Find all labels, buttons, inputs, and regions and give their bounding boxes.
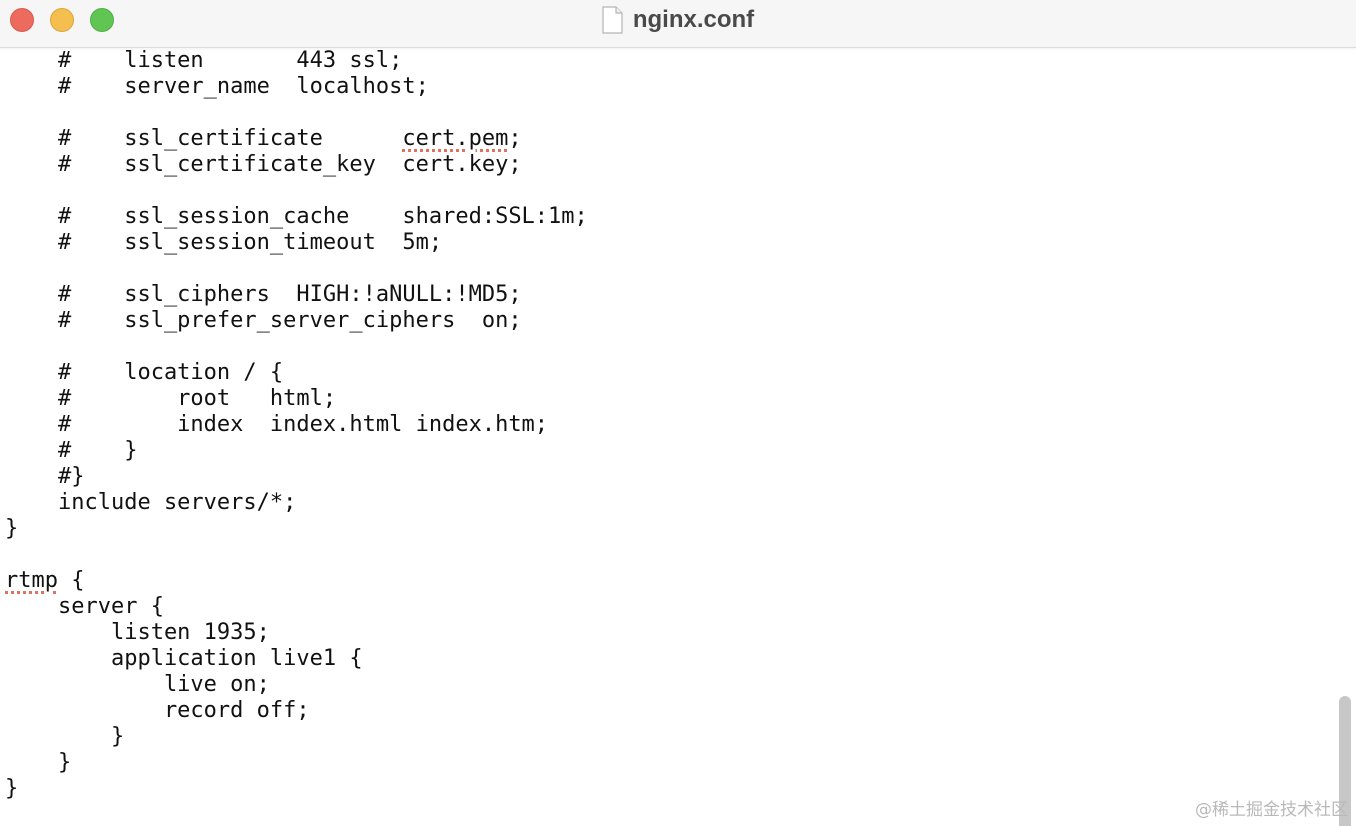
code-line-text: record off; — [5, 698, 310, 723]
code-line[interactable]: server { — [5, 594, 588, 620]
code-line-text: listen 1935; — [5, 620, 270, 645]
code-line-text: # server_name localhost; — [5, 74, 429, 99]
code-line[interactable]: include servers/*; — [5, 490, 588, 516]
code-line[interactable]: # ssl_prefer_server_ciphers on; — [5, 308, 588, 334]
code-line[interactable]: # index index.html index.htm; — [5, 412, 588, 438]
code-line-text: } — [5, 724, 125, 749]
code-line[interactable]: # ssl_certificate cert.pem; — [5, 126, 588, 152]
vertical-scrollbar[interactable] — [1339, 696, 1351, 826]
text-editor-area[interactable]: # listen 443 ssl; # server_name localhos… — [0, 48, 1356, 826]
code-line[interactable]: # server_name localhost; — [5, 74, 588, 100]
code-line-text: live on; — [5, 672, 270, 697]
code-line-text: # listen 443 ssl; — [5, 48, 403, 73]
code-line-text: { — [57, 568, 85, 593]
code-line-text: } — [5, 516, 19, 541]
title-bar[interactable]: nginx.conf — [0, 0, 1356, 48]
code-line[interactable]: # listen 443 ssl; — [5, 48, 588, 74]
code-line-text: # ssl_certificate_key cert.key; — [5, 152, 522, 177]
code-line[interactable] — [5, 542, 588, 568]
code-line[interactable]: # ssl_ciphers HIGH:!aNULL:!MD5; — [5, 282, 588, 308]
code-line-text: # } — [5, 438, 138, 463]
code-line-text: # ssl_session_cache shared:SSL:1m; — [5, 204, 588, 229]
code-line-text: # ssl_session_timeout 5m; — [5, 230, 443, 255]
code-line-text: } — [5, 750, 72, 775]
code-line[interactable]: # ssl_certificate_key cert.key; — [5, 152, 588, 178]
code-line[interactable]: live on; — [5, 672, 588, 698]
misspelled-word[interactable]: cert.pem — [402, 126, 509, 151]
minimize-window-icon[interactable] — [50, 8, 74, 32]
misspelled-word[interactable]: rtmp — [5, 568, 58, 593]
code-line-text: #} — [5, 464, 85, 489]
window-title: nginx.conf — [632, 6, 755, 33]
code-line-text: include servers/*; — [5, 490, 297, 515]
window-title-group: nginx.conf — [0, 0, 1356, 40]
code-line-text: } — [5, 776, 19, 801]
code-line-text: application live1 { — [5, 646, 363, 671]
code-line[interactable]: rtmp { — [5, 568, 588, 594]
code-line[interactable]: } — [5, 776, 588, 802]
close-window-icon[interactable] — [10, 8, 34, 32]
code-line[interactable] — [5, 178, 588, 204]
code-content[interactable]: # listen 443 ssl; # server_name localhos… — [5, 48, 588, 802]
code-line[interactable]: # root html; — [5, 386, 588, 412]
code-line[interactable]: # } — [5, 438, 588, 464]
code-line[interactable]: listen 1935; — [5, 620, 588, 646]
code-line-text: # index index.html index.htm; — [5, 412, 549, 437]
code-line-text: ; — [508, 126, 522, 151]
code-line-text: # root html; — [5, 386, 337, 411]
code-line[interactable]: #} — [5, 464, 588, 490]
code-line-text: # location / { — [5, 360, 284, 385]
code-line-text: server { — [5, 594, 164, 619]
code-line[interactable]: # ssl_session_timeout 5m; — [5, 230, 588, 256]
code-line[interactable]: # ssl_session_cache shared:SSL:1m; — [5, 204, 588, 230]
code-line[interactable]: # location / { — [5, 360, 588, 386]
code-line[interactable]: } — [5, 516, 588, 542]
code-line[interactable]: application live1 { — [5, 646, 588, 672]
code-line[interactable] — [5, 256, 588, 282]
code-line[interactable] — [5, 100, 588, 126]
code-line[interactable]: record off; — [5, 698, 588, 724]
code-line-text: # ssl_certificate — [5, 126, 403, 151]
watermark: @稀土掘金技术社区 — [1195, 800, 1348, 820]
code-line-text: # ssl_prefer_server_ciphers on; — [5, 308, 522, 333]
maximize-window-icon[interactable] — [90, 8, 114, 32]
code-line[interactable]: } — [5, 724, 588, 750]
code-line[interactable] — [5, 334, 588, 360]
code-line[interactable]: } — [5, 750, 588, 776]
code-line-text: # ssl_ciphers HIGH:!aNULL:!MD5; — [5, 282, 522, 307]
document-icon — [602, 6, 623, 34]
